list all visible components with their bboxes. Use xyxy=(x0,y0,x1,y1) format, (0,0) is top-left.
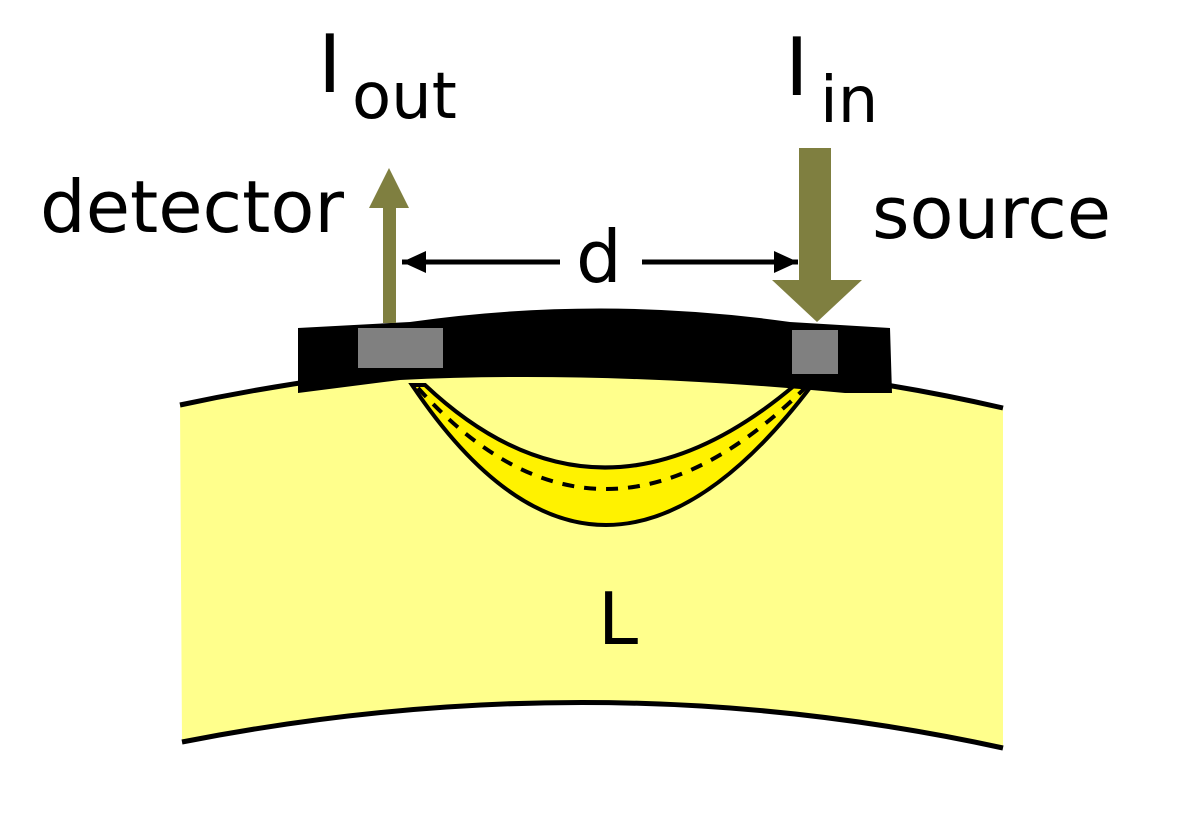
distance-arrowhead-left xyxy=(402,251,426,273)
detector-arrow-head xyxy=(369,168,409,208)
i-in-label: I xyxy=(785,21,809,114)
tissue-layer xyxy=(180,360,1003,748)
source-arrow-shaft xyxy=(799,148,831,283)
detector-optode xyxy=(358,328,443,368)
detector-arrow-shaft xyxy=(383,205,396,323)
i-in-subscript: in xyxy=(820,64,878,138)
detector-label: detector xyxy=(40,165,344,249)
photon-path-centerline xyxy=(416,386,807,491)
tissue-bottom-edge xyxy=(181,699,1004,751)
i-out-subscript: out xyxy=(352,60,457,134)
source-optode xyxy=(792,330,838,374)
probe-housing xyxy=(298,308,892,393)
distance-label: d xyxy=(576,215,622,299)
path-length-label: L xyxy=(598,577,638,661)
source-arrow-head xyxy=(772,280,862,322)
source-label: source xyxy=(872,171,1111,255)
i-out-label: I xyxy=(318,18,342,111)
distance-arrowhead-right xyxy=(774,251,798,273)
